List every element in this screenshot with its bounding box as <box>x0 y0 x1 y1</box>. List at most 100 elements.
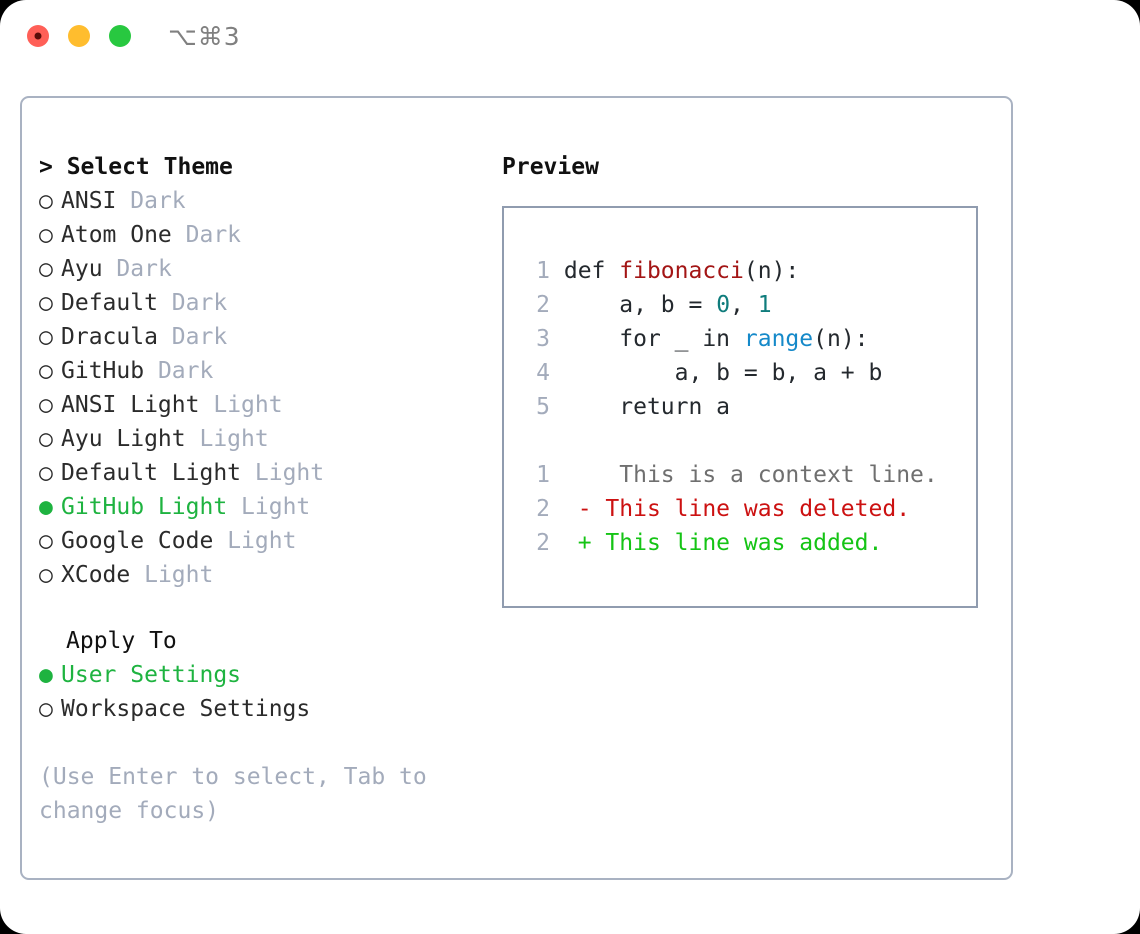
apply-to-option-list[interactable]: ●User Settings ○ Workspace Settings <box>39 658 479 726</box>
theme-variant-badge: Dark <box>130 188 186 214</box>
code-token-plain: (n): <box>813 326 869 352</box>
diff-text: This line was added. <box>591 530 883 556</box>
theme-option-label: ANSI Light <box>61 392 200 418</box>
theme-option-label: Atom One <box>61 222 172 248</box>
line-number: 2 <box>536 530 550 556</box>
radio-unselected-icon: ○ <box>39 324 53 350</box>
code-line: 4 a, b = b, a + b <box>522 356 976 390</box>
theme-option-label: Ayu Light <box>61 426 186 452</box>
theme-variant-badge: Light <box>213 392 283 418</box>
theme-option-default[interactable]: ○ Default Dark <box>39 286 479 320</box>
code-token-fn: fibonacci <box>619 258 744 284</box>
theme-option-ansi[interactable]: ○ANSI Dark <box>39 184 479 218</box>
code-token-call: range <box>743 326 814 352</box>
theme-option-label: Ayu <box>61 256 103 282</box>
theme-option-label: Dracula <box>61 324 158 350</box>
code-line: 3 for _ in range(n): <box>522 322 976 356</box>
radio-unselected-icon: ○ <box>39 222 53 248</box>
diff-text: This is a context line. <box>591 462 938 488</box>
keyboard-shortcut-label: ⌥⌘3 <box>168 22 241 51</box>
code-line: 5 return a <box>522 390 976 424</box>
theme-option-list[interactable]: ○ANSI Dark○Atom One Dark○Ayu Dark○Defaul… <box>39 184 479 592</box>
theme-option-github[interactable]: ○GitHub Dark <box>39 354 479 388</box>
theme-variant-badge: Dark <box>171 324 228 350</box>
window-controls <box>27 25 131 47</box>
radio-unselected-icon: ○ <box>39 562 53 588</box>
radio-unselected-icon: ○ <box>39 528 53 554</box>
radio-selected-icon: ● <box>39 662 53 688</box>
theme-option-default-light[interactable]: ○ Default Light Light <box>39 456 479 490</box>
apply-to-option-user-settings[interactable]: ●User Settings <box>39 658 479 692</box>
select-theme-heading: > Select Theme <box>39 154 233 180</box>
theme-option-atom-one[interactable]: ○ Atom One Dark <box>39 218 479 252</box>
code-token-plain: for _ in <box>563 326 744 352</box>
line-number: 3 <box>536 326 550 352</box>
theme-variant-badge: Dark <box>185 222 242 248</box>
radio-unselected-icon: ○ <box>39 696 53 722</box>
code-token-plain: a, b = <box>563 292 717 318</box>
section-spacer <box>39 592 479 624</box>
title-bar: ⌥⌘3 <box>0 0 1140 78</box>
panel-columns: > Select Theme ○ANSI Dark○Atom One Dark○… <box>22 98 1011 878</box>
main-panel: > Select Theme ○ANSI Dark○Atom One Dark○… <box>20 96 1013 880</box>
radio-selected-icon: ● <box>39 494 53 520</box>
theme-variant-badge: Dark <box>171 290 228 316</box>
minimize-button[interactable] <box>68 25 90 47</box>
hint-spacer <box>39 726 479 760</box>
line-number: 4 <box>536 360 550 386</box>
theme-variant-badge: Dark <box>116 256 172 282</box>
apply-to-option-label: Workspace Settings <box>61 696 311 722</box>
code-line: 1 def fibonacci(n): <box>522 254 976 288</box>
diff-line-deleted: 2 - This line was deleted. <box>522 492 976 526</box>
theme-option-label: GitHub <box>61 358 145 384</box>
theme-option-dracula[interactable]: ○ Dracula Dark <box>39 320 479 354</box>
diff-line-added: 2 + This line was added. <box>522 526 976 560</box>
radio-unselected-icon: ○ <box>39 460 53 486</box>
code-token-plain: , <box>730 292 758 318</box>
code-token-plain: a, b = b, a + b <box>563 360 883 386</box>
radio-unselected-icon: ○ <box>39 290 53 316</box>
theme-option-label: Google Code <box>61 528 214 554</box>
diff-sign <box>578 462 592 488</box>
code-token-num: 1 <box>757 292 772 318</box>
theme-option-github-light[interactable]: ●GitHub Light Light <box>39 490 479 524</box>
radio-unselected-icon: ○ <box>39 358 53 384</box>
code-token-plain: def <box>563 258 620 284</box>
theme-option-label: XCode <box>61 562 131 588</box>
theme-option-label: Default <box>61 290 158 316</box>
theme-option-ansi-light[interactable]: ○ ANSI Light Light <box>39 388 479 422</box>
theme-option-ayu[interactable]: ○Ayu Dark <box>39 252 479 286</box>
apply-to-option-workspace-settings[interactable]: ○ Workspace Settings <box>39 692 479 726</box>
preview-column: Preview 1 def fibonacci(n):2 a, b = 0, 1… <box>502 150 992 608</box>
radio-unselected-icon: ○ <box>39 392 53 418</box>
theme-option-ayu-light[interactable]: ○ Ayu Light Light <box>39 422 479 456</box>
code-token-plain: (n): <box>743 258 800 284</box>
diff-sample: 1 This is a context line.2 - This line w… <box>522 458 976 560</box>
radio-unselected-icon: ○ <box>39 188 53 214</box>
theme-variant-badge: Light <box>199 426 269 452</box>
theme-picker-column: > Select Theme ○ANSI Dark○Atom One Dark○… <box>39 150 479 828</box>
theme-variant-badge: Light <box>144 562 214 588</box>
line-number: 1 <box>536 258 550 284</box>
theme-variant-badge: Light <box>254 460 325 486</box>
theme-option-label: Default Light <box>61 460 242 486</box>
theme-option-xcode[interactable]: ○ XCode Light <box>39 558 479 592</box>
diff-line-context: 1 This is a context line. <box>522 458 976 492</box>
line-number: 1 <box>536 462 550 488</box>
line-number: 2 <box>536 496 550 522</box>
keyboard-hint-text: (Use Enter to select, Tab to change focu… <box>39 764 427 824</box>
apply-to-heading: Apply To <box>66 628 177 654</box>
preview-heading: Preview <box>502 154 599 180</box>
theme-option-google-code[interactable]: ○ Google Code Light <box>39 524 479 558</box>
theme-option-label: GitHub Light <box>61 494 228 520</box>
maximize-button[interactable] <box>109 25 131 47</box>
code-line: 2 a, b = 0, 1 <box>522 288 976 322</box>
theme-variant-badge: Light <box>227 528 297 554</box>
diff-spacer <box>522 424 976 458</box>
radio-unselected-icon: ○ <box>39 426 53 452</box>
close-button[interactable] <box>27 25 49 47</box>
code-token-plain: return a <box>563 394 731 420</box>
